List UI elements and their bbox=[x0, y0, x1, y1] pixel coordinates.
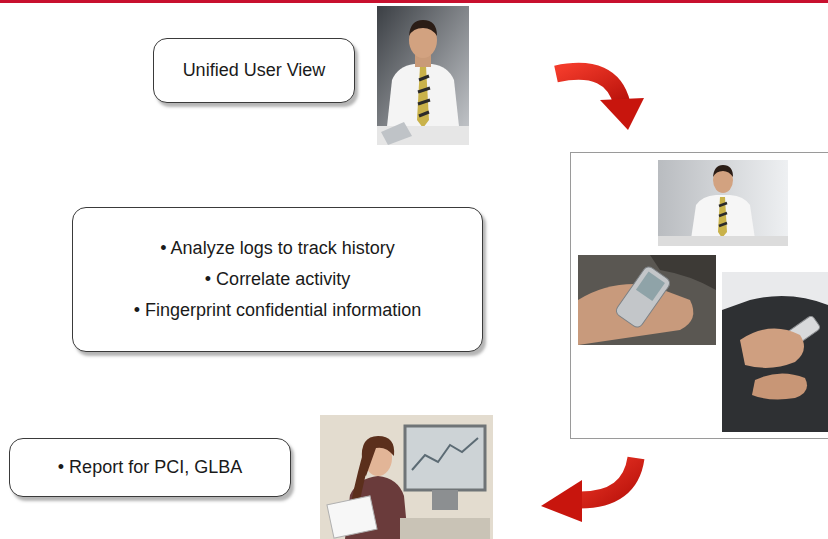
box-text: • Report for PCI, GLBA bbox=[58, 452, 242, 483]
top-bar bbox=[0, 0, 828, 3]
photo-panel bbox=[571, 153, 828, 439]
box-text: • Correlate activity bbox=[205, 264, 350, 295]
feature-box: • Analyze logs to track history• Correla… bbox=[72, 207, 483, 352]
hand-phone-photo bbox=[578, 255, 716, 345]
curved-arrow bbox=[556, 71, 644, 130]
man-photo bbox=[377, 6, 469, 145]
box-text: Unified User View bbox=[183, 55, 326, 86]
report-box: • Report for PCI, GLBA bbox=[9, 438, 291, 497]
box-text: • Fingerprint confidential information bbox=[134, 295, 421, 326]
woman-photo bbox=[320, 415, 493, 539]
title-box: Unified User View bbox=[153, 38, 355, 103]
curved-arrow bbox=[541, 458, 636, 522]
hand-phone-photo bbox=[722, 272, 828, 432]
man-desk-photo bbox=[658, 160, 788, 246]
box-text: • Analyze logs to track history bbox=[160, 233, 394, 264]
